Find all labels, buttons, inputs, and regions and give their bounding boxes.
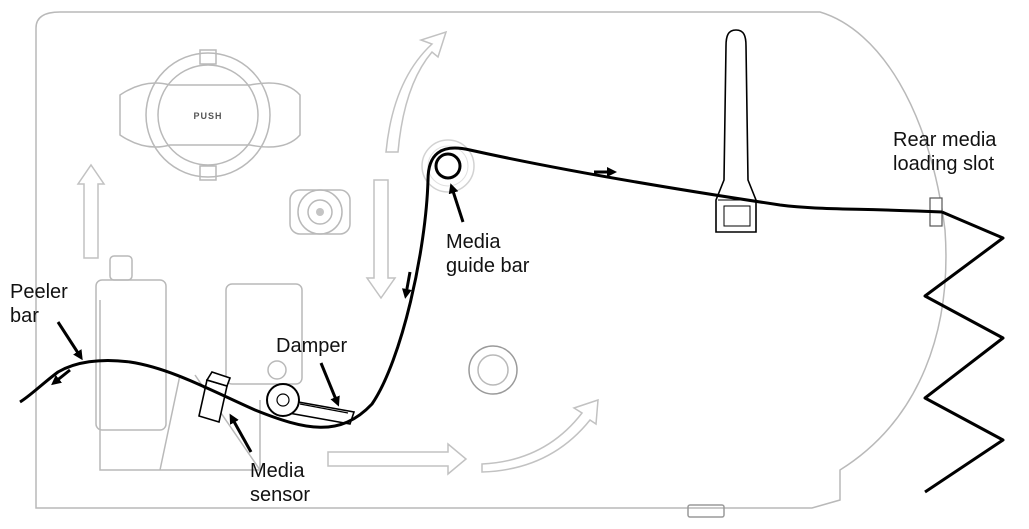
flow-arrows	[76, 30, 599, 476]
ribbon-supply-hub: PUSH	[119, 49, 301, 181]
leader-media-sensor	[229, 413, 253, 453]
label-media-sensor: Media sensor	[250, 460, 310, 506]
media-hub	[468, 345, 518, 395]
label-rear-media-loading-slot: Rear media loading slot	[893, 129, 1002, 175]
leader-damper	[319, 362, 340, 407]
media-holder-arm	[715, 29, 757, 233]
media-path-zigzag	[923, 210, 1005, 494]
media-guide-bar	[421, 139, 475, 193]
printer-body-outline	[35, 11, 947, 509]
label-peeler-bar: Peeler bar	[10, 281, 73, 327]
arrow-curve-down	[385, 30, 448, 153]
leader-media-guide-bar	[448, 183, 465, 223]
arrow-bottom-right	[327, 442, 468, 476]
push-button-label: PUSH	[193, 111, 222, 121]
damper	[266, 383, 356, 425]
arrow-down-upper	[365, 179, 397, 300]
label-damper: Damper	[276, 335, 347, 357]
leader-peeler-bar	[56, 321, 83, 361]
media-direction-arrow-down	[401, 271, 412, 299]
ribbon-rewind-spindle	[289, 189, 351, 235]
media-direction-arrow-out	[51, 368, 71, 386]
media-sensor	[198, 371, 232, 424]
label-media-guide-bar: Media guide bar	[446, 231, 530, 277]
bottom-tab	[687, 504, 725, 518]
media-path	[19, 146, 943, 429]
arrow-curve-up-right	[481, 398, 599, 473]
arrow-up-left	[76, 163, 106, 259]
